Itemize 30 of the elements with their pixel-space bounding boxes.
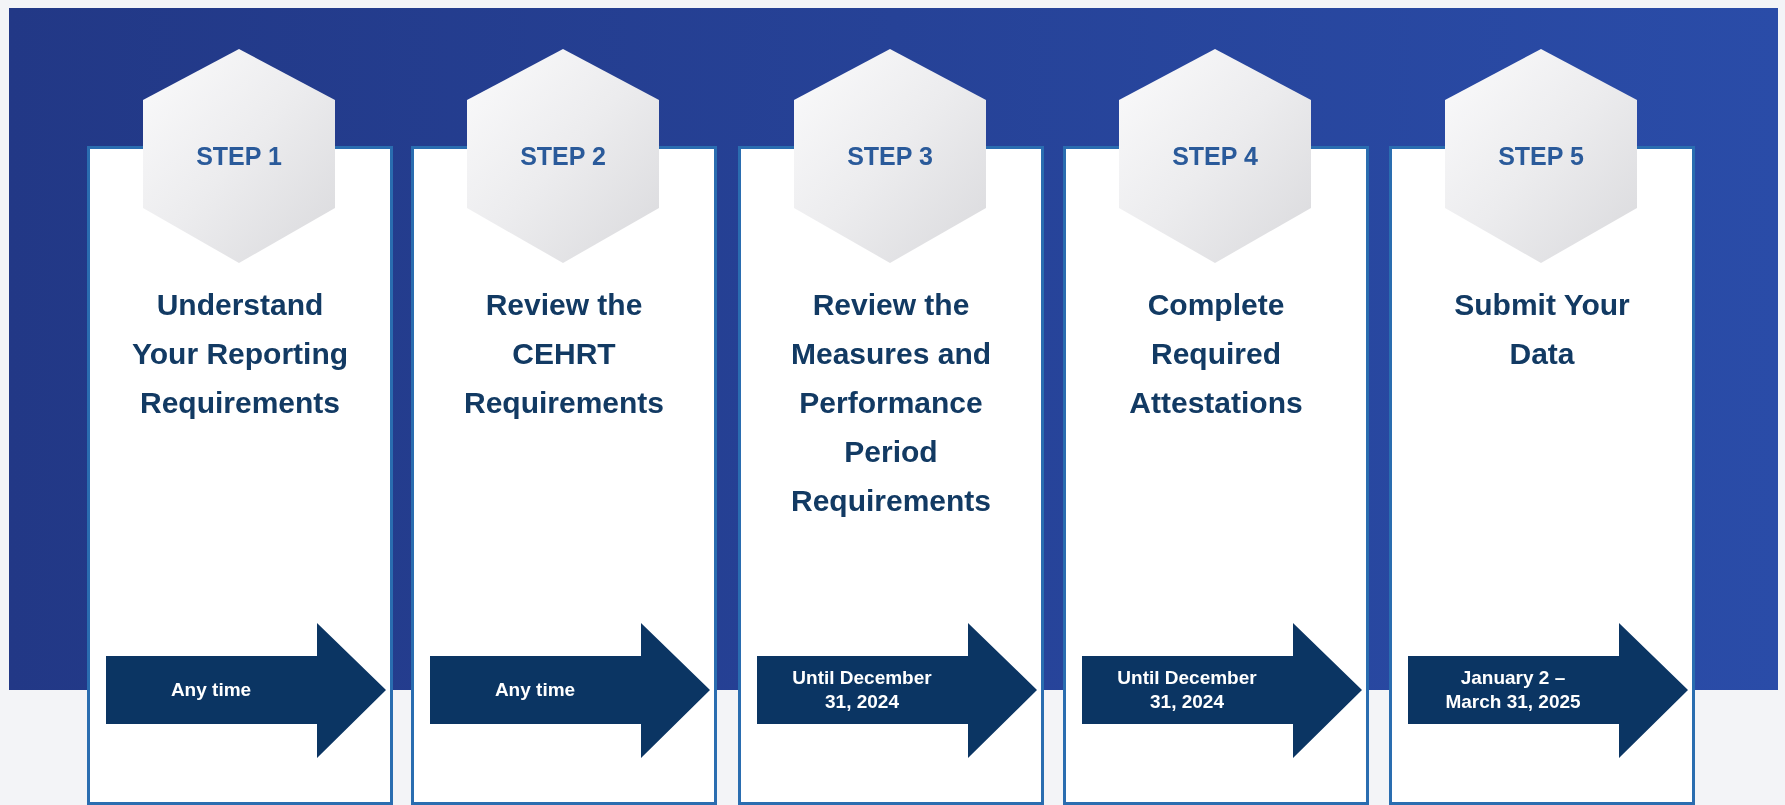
step-title: Complete Required Attestations [1128,287,1304,421]
step-card [411,146,717,805]
date-banner [106,623,386,759]
step-number: STEP 3 [846,142,934,171]
step-card [738,146,1044,805]
step-title: Understand Your Reporting Requirements [130,287,350,421]
step-number: STEP 2 [519,142,607,171]
step-card [1389,146,1695,805]
date-banner [1082,623,1362,759]
step-hexagon [1445,49,1637,263]
time-period: January 2 – March 31, 2025 [1444,666,1582,714]
step-number: STEP 1 [195,142,283,171]
step-number: STEP 4 [1171,142,1259,171]
time-period: Any time [169,678,253,702]
step-hexagon [1119,49,1311,263]
step-title: Review the CEHRT Requirements [462,287,666,421]
date-banner [430,623,710,759]
step-hexagon [794,49,986,263]
step-hexagon [143,49,335,263]
step-title: Review the Measures and Performance Period Requirements [789,287,993,519]
step-card [1063,146,1369,805]
date-banner [1408,623,1688,759]
step-card [87,146,393,805]
time-period: Until December 31, 2024 [1116,666,1258,714]
step-title: Submit Your Data [1453,287,1631,372]
step-hexagon [467,49,659,263]
time-period: Until December 31, 2024 [791,666,933,714]
step-number: STEP 5 [1497,142,1585,171]
date-banner [757,623,1037,759]
time-period: Any time [493,678,577,702]
